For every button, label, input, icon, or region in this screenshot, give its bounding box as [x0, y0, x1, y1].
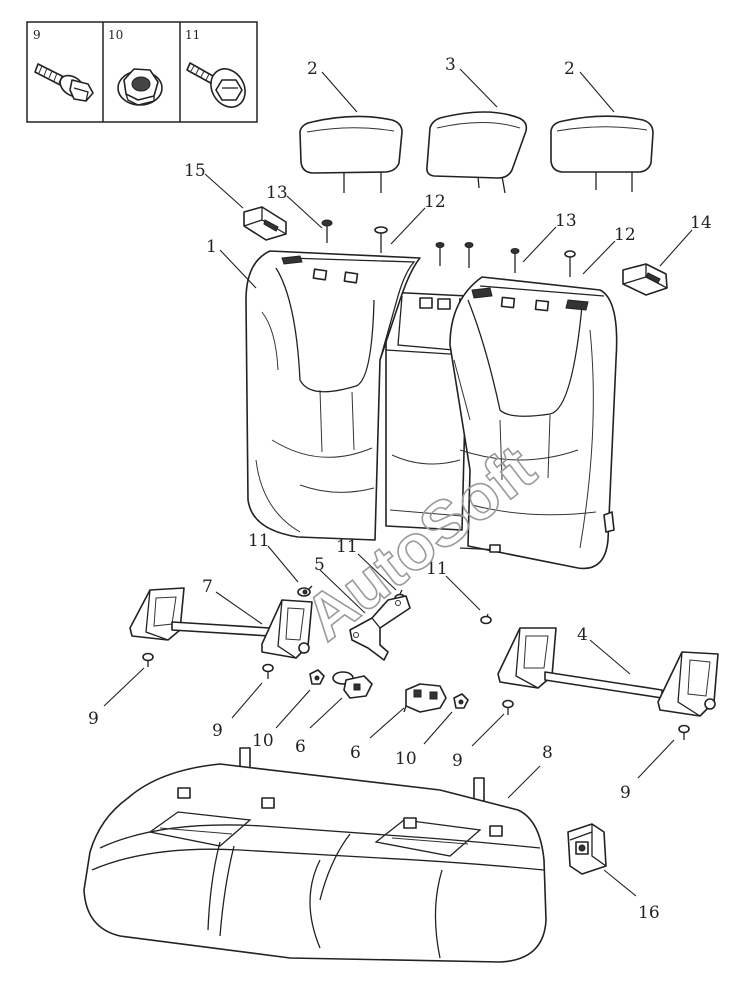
headrest-guide-pins: [321, 219, 576, 277]
bracket-5: [349, 595, 411, 661]
callout-16: 16: [638, 903, 660, 923]
callout-13-right: 13: [555, 211, 577, 231]
callout-10-left: 10: [252, 731, 274, 751]
inset-label-9: 9: [33, 28, 41, 42]
callout-5: 5: [314, 555, 325, 575]
leader-lines: [103, 68, 693, 897]
callout-1: 1: [206, 237, 217, 257]
callout-9-c: 9: [452, 751, 463, 771]
hinge-bracket-left-7: [129, 587, 313, 659]
inset-label-10: 10: [108, 28, 123, 42]
callout-9-b: 9: [212, 721, 223, 741]
headrest-left: [299, 115, 403, 193]
callout-labels: 2 3 2 15 13 12 13 12 14 1 11 11 11 5 7 4…: [88, 55, 712, 923]
nuts-10: [309, 669, 469, 709]
buckle-assembly-6-right: [403, 683, 447, 713]
buckle-assembly-6-left: [332, 671, 373, 699]
flange-bolt-icon: [34, 63, 94, 102]
latch-16: [567, 823, 607, 875]
fastener-inset-box: 9 10 11: [26, 21, 258, 123]
latch-cover-15: [243, 206, 287, 241]
callout-11-left: 11: [248, 531, 270, 551]
callout-9-a: 9: [88, 709, 99, 729]
latch-cover-14: [622, 263, 668, 296]
headrest-center: [426, 111, 528, 194]
callout-12-left: 12: [424, 192, 446, 212]
callout-9-d: 9: [620, 783, 631, 803]
seat-back-assembly: [245, 250, 618, 570]
callout-10-right: 10: [395, 749, 417, 769]
callout-8: 8: [542, 743, 553, 763]
inset-label-11: 11: [185, 28, 200, 42]
bolts-9: [142, 652, 690, 740]
headrest-right: [550, 115, 654, 192]
washer-bolt-icon: [186, 62, 246, 108]
callout-4: 4: [577, 625, 588, 645]
hinge-bracket-right-4: [497, 627, 719, 717]
seat-cushion-8: [83, 747, 547, 963]
callout-12-right: 12: [614, 225, 636, 245]
callout-11-middle: 11: [336, 537, 358, 557]
flange-nut-icon: [117, 68, 163, 106]
callout-2-right: 2: [564, 59, 575, 79]
callout-2-left: 2: [307, 59, 318, 79]
callout-3: 3: [445, 55, 456, 75]
callout-13-left: 13: [266, 183, 288, 203]
callout-7: 7: [202, 577, 213, 597]
callout-6-left: 6: [295, 737, 306, 757]
callout-15: 15: [184, 161, 206, 181]
callout-11-right: 11: [426, 559, 448, 579]
callout-6-right: 6: [350, 743, 361, 763]
callout-14: 14: [690, 213, 712, 233]
